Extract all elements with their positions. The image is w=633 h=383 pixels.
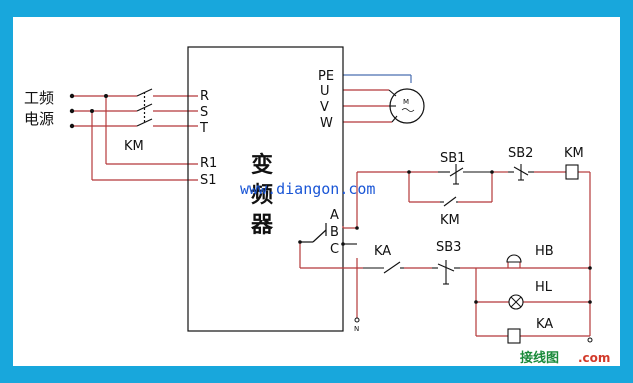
ka-contact-label: KA <box>374 244 391 259</box>
terminal-t: T <box>199 121 208 136</box>
source-label-line2: 电源 <box>24 110 54 128</box>
terminal-s1: S1 <box>200 173 217 188</box>
neutral-terminal <box>354 317 360 323</box>
inverter-name-char-2: 频 <box>251 183 273 208</box>
terminal-r: R <box>200 89 209 104</box>
inverter-box <box>187 46 344 332</box>
terminal-pe: PE <box>318 69 334 84</box>
sb2-label: SB2 <box>508 146 533 161</box>
motor: M <box>388 88 425 124</box>
sb2-button <box>508 164 534 181</box>
sb1-label: SB1 <box>440 151 465 166</box>
power-wiring <box>70 89 392 181</box>
terminal-s: S <box>200 105 208 120</box>
sb1-button <box>438 164 492 185</box>
inverter-name-char-3: 器 <box>250 213 274 238</box>
fault-relay-contact <box>300 223 327 243</box>
km-coil-label: KM <box>564 146 584 161</box>
website-url: www.diangon.com <box>240 180 375 198</box>
watermark-cn: 接线图 <box>520 350 559 366</box>
km-main-contacts <box>136 88 153 127</box>
terminal-u: U <box>320 84 330 99</box>
terminal-v: V <box>320 100 329 115</box>
hb-buzzer <box>506 254 522 263</box>
main-contactor-label: KM <box>124 139 144 154</box>
source-label-line1: 工频 <box>24 89 54 107</box>
km-coil <box>565 164 579 180</box>
sb3-button <box>432 260 460 285</box>
terminal-r1: R1 <box>200 156 217 171</box>
junctions <box>298 170 592 304</box>
relay-terminal-c: C <box>330 242 339 257</box>
right-terminal <box>587 337 593 343</box>
relay-terminal-b: B <box>330 225 339 240</box>
km-aux-contact <box>440 196 458 207</box>
neutral-label: N <box>354 325 359 333</box>
ka-contact <box>363 261 404 274</box>
watermark-en: .com <box>578 351 610 365</box>
relay-terminal-a: A <box>330 208 339 223</box>
inverter-name-char-1: 变 <box>251 152 273 178</box>
motor-symbol: M <box>403 98 409 106</box>
ka-coil <box>507 328 521 344</box>
km-aux-label: KM <box>440 213 460 228</box>
source-terminals <box>69 93 108 129</box>
hl-lamp <box>508 294 524 310</box>
hb-label: HB <box>535 244 554 259</box>
hl-label: HL <box>535 280 553 295</box>
sb3-label: SB3 <box>436 240 461 255</box>
terminal-w: W <box>320 116 333 131</box>
ka-coil-label: KA <box>536 317 553 332</box>
